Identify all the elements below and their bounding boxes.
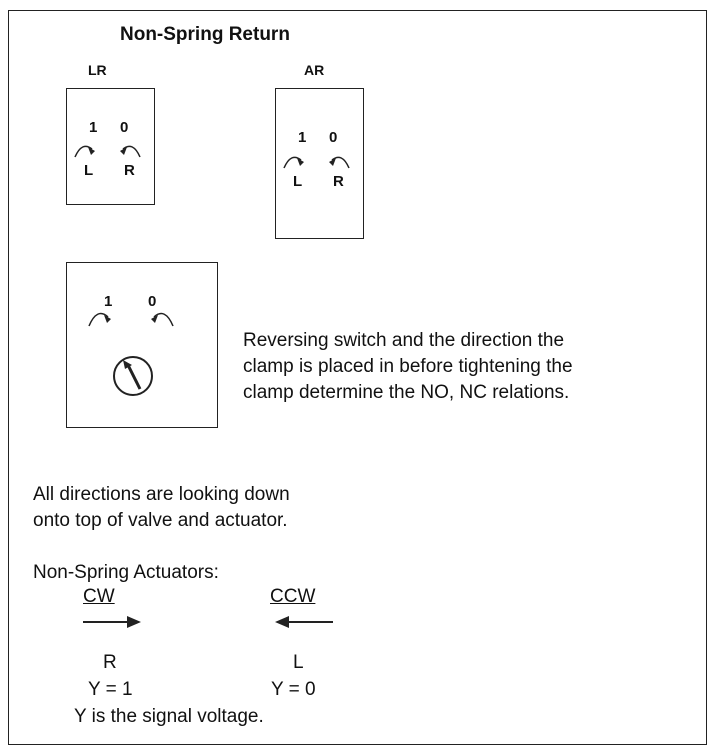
legend-footer: Y is the signal voltage. [74,706,264,727]
cw-letter: R [103,652,117,673]
ar-rotation-arrows-icon [283,156,350,169]
cw-label: CW [83,586,115,607]
reversing-switch-dial-icon [113,356,153,396]
reversing-switch-box: 1 0 [66,262,218,428]
lr-rotation-arrows-icon [74,145,141,158]
reversing-note-line-3: clamp determine the NO, NC relations. [243,382,570,403]
lr-right-label: R [124,162,135,179]
switch-rotation-arrows-icon [88,312,174,327]
lr-pos0-label: 0 [120,119,129,136]
ccw-label: CCW [270,586,316,607]
ccw-signal: Y = 0 [271,679,316,700]
ar-pos0-label: 0 [329,129,338,146]
ar-pos1-label: 1 [298,129,307,146]
lr-pos1-label: 1 [89,119,98,136]
ar-actuator-box: 1 0 L R [275,88,364,239]
ccw-left-arrow-icon [275,616,333,628]
diagram-title: Non-Spring Return [120,24,290,45]
lr-actuator-box: 1 0 L R [66,88,155,205]
cw-right-arrow-icon [83,616,141,628]
diagram-frame [8,10,707,745]
switch-pos1-label: 1 [104,293,113,310]
ar-right-label: R [333,173,344,190]
reversing-note-line-2: clamp is placed in before tightening the [243,356,573,377]
directions-note-line-2: onto top of valve and actuator. [33,510,288,531]
switch-pos0-label: 0 [148,293,157,310]
ccw-letter: L [293,652,304,673]
ar-label: AR [304,62,325,78]
reversing-note-line-1: Reversing switch and the direction the [243,330,565,351]
cw-signal: Y = 1 [88,679,133,700]
ar-left-label: L [293,173,303,190]
lr-left-label: L [84,162,94,179]
lr-label: LR [88,62,107,78]
directions-note-line-1: All directions are looking down [33,484,290,505]
legend-heading: Non-Spring Actuators: [33,562,219,583]
